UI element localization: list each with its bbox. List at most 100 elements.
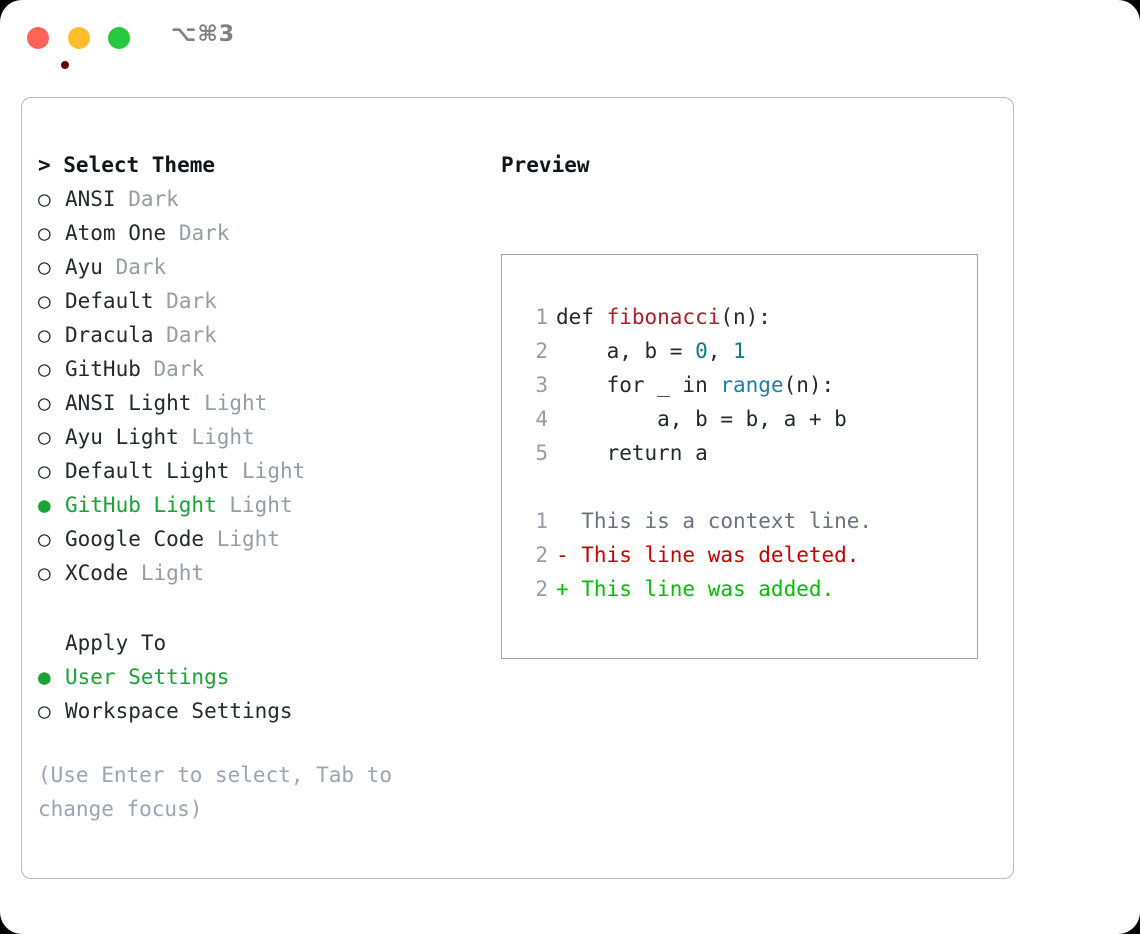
theme-option-name: ANSI Light — [65, 391, 192, 415]
radio-unselected-icon: ○ — [38, 561, 51, 585]
line-number: 2 — [535, 339, 548, 363]
theme-option-default-light[interactable]: ○ Default Light Light — [38, 454, 478, 488]
theme-option-github[interactable]: ○ GitHub Dark — [38, 352, 478, 386]
theme-option-name: ANSI — [65, 187, 116, 211]
code-token: range — [720, 373, 784, 397]
radio-unselected-icon: ○ — [38, 357, 51, 381]
theme-option-github-light[interactable]: ●GitHub Light Light — [38, 488, 478, 522]
theme-option-variant: Light — [191, 425, 255, 449]
code-token: This is a context line. — [556, 509, 873, 533]
theme-option-name: Default — [65, 289, 154, 313]
recording-indicator-icon — [61, 61, 69, 69]
theme-option-variant: Dark — [166, 323, 217, 347]
code-token: a, b = b, a + b — [556, 407, 847, 431]
maximize-button[interactable] — [108, 27, 130, 49]
radio-unselected-icon: ○ — [38, 323, 51, 347]
code-token: + This line was added. — [556, 577, 835, 601]
theme-option-ansi[interactable]: ○ ANSI Dark — [38, 182, 478, 216]
code-line: 2 + This line was added. — [520, 572, 971, 606]
theme-option-variant: Light — [140, 561, 205, 585]
radio-unselected-icon: ○ — [38, 527, 51, 551]
line-number: 4 — [535, 407, 548, 431]
code-token: , — [707, 339, 734, 363]
theme-option-variant: Light — [204, 391, 268, 415]
apply-to-option-workspace-settings[interactable]: ○Workspace Settings — [38, 694, 478, 728]
theme-option-name: Ayu Light — [65, 425, 179, 449]
code-line: 1 This is a context line. — [520, 504, 971, 538]
theme-option-variant: Light — [216, 527, 280, 551]
radio-unselected-icon: ○ — [38, 391, 51, 415]
code-token: a, b = — [556, 339, 696, 363]
code-token: return a — [556, 441, 708, 465]
code-token: def — [556, 305, 607, 329]
radio-unselected-icon: ○ — [38, 459, 51, 483]
theme-option-xcode[interactable]: ○ XCode Light — [38, 556, 478, 590]
code-token: for _ in — [556, 373, 721, 397]
theme-option-variant: Light — [229, 493, 293, 517]
dialog-card: > Select Theme ○ANSI Dark○Atom One Dark○… — [21, 97, 1014, 879]
code-token: (n): — [783, 373, 835, 397]
line-number: 1 — [535, 305, 548, 329]
theme-option-ansi-light[interactable]: ○ ANSI Light Light — [38, 386, 478, 420]
theme-option-variant: Dark — [153, 357, 205, 381]
theme-option-name: Atom One — [65, 221, 167, 245]
code-token: 1 — [733, 339, 746, 363]
theme-option-name: XCode — [65, 561, 129, 585]
theme-option-name: Dracula — [65, 323, 154, 347]
theme-option-atom-one[interactable]: ○ Atom One Dark — [38, 216, 478, 250]
radio-unselected-icon: ○ — [38, 187, 51, 211]
line-number: 2 — [535, 543, 548, 567]
radio-unselected-icon: ○ — [38, 699, 51, 723]
theme-option-name: GitHub — [65, 357, 141, 381]
radio-unselected-icon: ○ — [38, 255, 51, 279]
theme-option-variant: Dark — [128, 187, 179, 211]
code-line: 3 for _ in range(n): — [520, 368, 971, 402]
theme-option-google-code[interactable]: ○ Google Code Light — [38, 522, 478, 556]
theme-option-variant: Light — [242, 459, 306, 483]
theme-selection-pane: > Select Theme ○ANSI Dark○Atom One Dark○… — [38, 148, 478, 826]
theme-option-name: Ayu — [65, 255, 103, 279]
radio-unselected-icon: ○ — [38, 221, 51, 245]
code-line: 2 - This line was deleted. — [520, 538, 971, 572]
theme-option-variant: Dark — [115, 255, 167, 279]
titlebar: ⌥⌘3 — [0, 0, 1140, 78]
theme-option-variant: Dark — [178, 221, 230, 245]
minimize-button[interactable] — [68, 27, 90, 49]
apply-to-option-user-settings[interactable]: ● User Settings — [38, 660, 478, 694]
theme-list: ○ANSI Dark○Atom One Dark○Ayu Dark○Defaul… — [38, 182, 478, 590]
diff-sample: 1 This is a context line. 2 - This line wa… — [520, 504, 971, 606]
theme-panel-heading: > Select Theme — [38, 153, 216, 177]
theme-option-name: Google Code — [65, 527, 205, 551]
titlebar-shortcut-label: ⌥⌘3 — [171, 22, 236, 47]
radio-unselected-icon: ○ — [38, 425, 51, 449]
apply-to-list: ● User Settings ○Workspace Settings — [38, 660, 478, 728]
code-token: 0 — [695, 339, 708, 363]
code-line: 1 def fibonacci(n): — [520, 300, 971, 334]
radio-selected-icon: ● — [38, 493, 51, 517]
code-line: 2 a, b = 0, 1 — [520, 334, 971, 368]
close-button[interactable] — [27, 27, 69, 69]
line-number: 2 — [535, 577, 548, 601]
theme-option-ayu[interactable]: ○ Ayu Dark — [38, 250, 478, 284]
radio-selected-icon: ● — [38, 665, 51, 689]
theme-option-name: Default Light — [65, 459, 230, 483]
preview-heading: Preview — [501, 153, 590, 177]
theme-option-ayu-light[interactable]: ○ Ayu Light Light — [38, 420, 478, 454]
code-token: (n): — [720, 305, 771, 329]
keyboard-hint-text: (Use Enter to select, Tab to change focu… — [38, 763, 405, 821]
code-line: 4 a, b = b, a + b — [520, 402, 971, 436]
apply-to-heading: Apply To — [65, 631, 167, 655]
theme-option-variant: Dark — [166, 289, 217, 313]
theme-option-default[interactable]: ○Default Dark — [38, 284, 478, 318]
apply-to-option-name: User Settings — [65, 665, 230, 689]
code-line: 5 return a — [520, 436, 971, 470]
code-token: fibonacci — [606, 305, 721, 329]
code-token: - This line was deleted. — [556, 543, 860, 567]
theme-option-dracula[interactable]: ○ Dracula Dark — [38, 318, 478, 352]
line-number: 3 — [535, 373, 548, 397]
